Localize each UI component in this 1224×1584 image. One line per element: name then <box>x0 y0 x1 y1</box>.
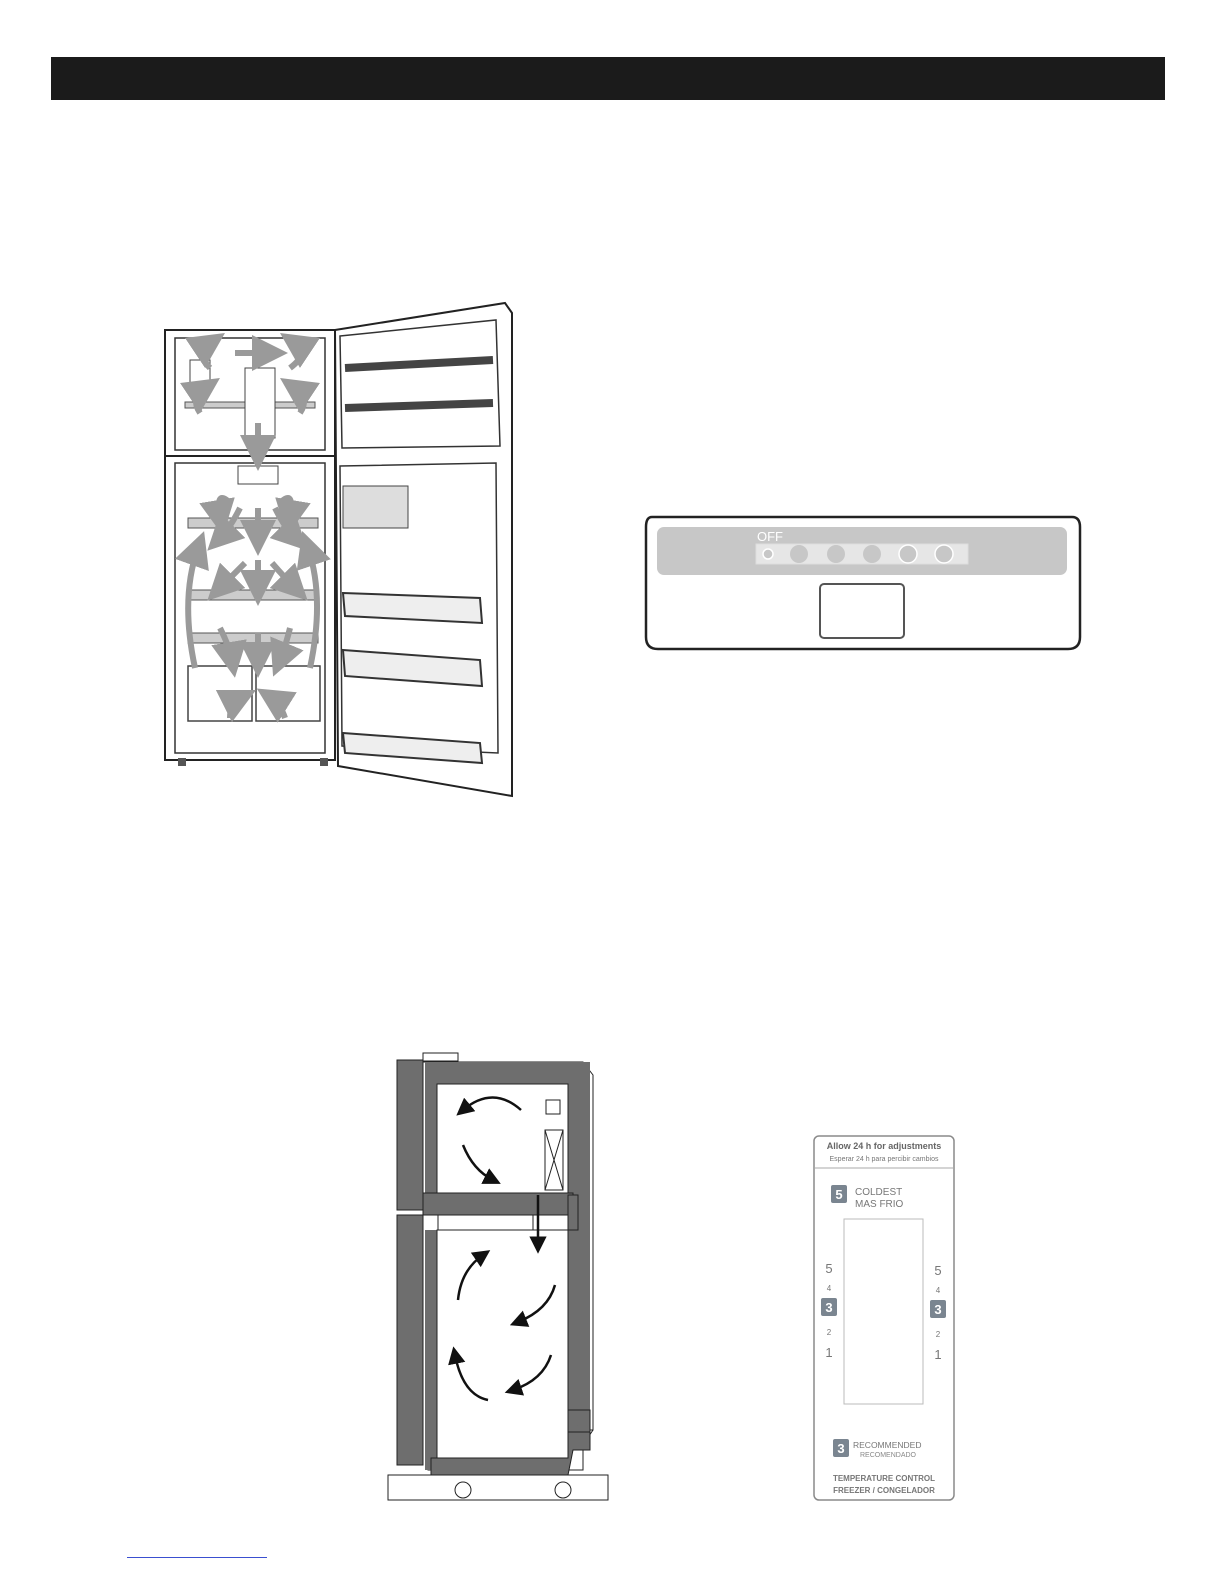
setting-dot-2[interactable] <box>827 545 845 563</box>
right-scale-5: 5 <box>934 1263 941 1278</box>
recommended-label-es: RECOMENDADO <box>860 1452 917 1459</box>
left-scale-3: 3 <box>825 1300 832 1315</box>
card-header-line1: Allow 24 h for adjustments <box>827 1141 942 1151</box>
left-scale-5: 5 <box>825 1261 832 1276</box>
control-knob-area[interactable] <box>820 584 904 638</box>
footer-link-underline[interactable] <box>127 1557 267 1558</box>
right-scale-2: 2 <box>936 1330 941 1339</box>
left-scale-4: 4 <box>827 1284 832 1293</box>
right-scale-4: 4 <box>936 1286 941 1295</box>
setting-dot-1[interactable] <box>790 545 808 563</box>
coldest-label: COLDEST <box>855 1187 902 1198</box>
card-footer-line1: TEMPERATURE CONTROL <box>833 1474 935 1483</box>
temperature-control-card: Allow 24 h for adjustments Esperar 24 h … <box>813 1135 955 1501</box>
left-scale-2: 2 <box>827 1328 832 1337</box>
left-scale-1: 1 <box>825 1345 832 1360</box>
setting-dot-3[interactable] <box>863 545 881 563</box>
refrigerator-airflow-illustration <box>160 298 520 798</box>
section-header-bar <box>51 57 1165 100</box>
coldest-badge-number: 5 <box>835 1187 842 1202</box>
airflow-cross-section-illustration <box>383 1050 613 1505</box>
control-panel-illustration: OFF <box>640 512 1085 652</box>
right-scale-3: 3 <box>934 1302 941 1317</box>
right-scale-1: 1 <box>934 1347 941 1362</box>
coldest-label-es: MAS FRIO <box>855 1199 904 1210</box>
off-label: OFF <box>757 529 783 544</box>
setting-dot-5[interactable] <box>935 545 953 563</box>
setting-dot-4[interactable] <box>899 545 917 563</box>
recommended-badge-number: 3 <box>837 1441 844 1456</box>
card-header-line2: Esperar 24 h para percibir cambios <box>830 1156 939 1163</box>
control-slot[interactable] <box>844 1219 923 1404</box>
card-footer-line2: FREEZER / CONGELADOR <box>833 1486 935 1495</box>
setting-dot-off[interactable] <box>763 549 773 559</box>
recommended-label: RECOMMENDED <box>853 1440 921 1450</box>
